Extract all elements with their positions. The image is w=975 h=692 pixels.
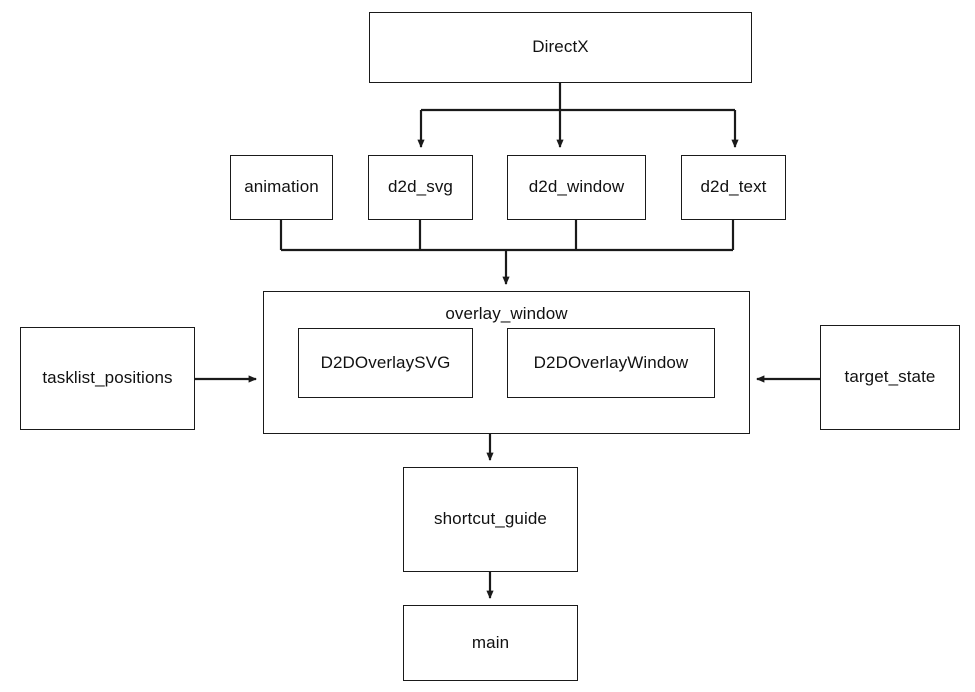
node-d2d-text[interactable]: d2d_text <box>681 155 786 220</box>
node-shortcut-guide-label: shortcut_guide <box>434 509 547 529</box>
node-target-state-label: target_state <box>844 367 936 387</box>
edge-modules-fanin-overlay-window <box>279 220 735 285</box>
node-d2d-window[interactable]: d2d_window <box>507 155 646 220</box>
node-d2d-window-label: d2d_window <box>528 177 625 197</box>
node-tasklist-positions[interactable]: tasklist_positions <box>20 327 195 430</box>
node-d2doverlaywindow-label: D2DOverlayWindow <box>533 352 689 372</box>
node-overlay-window-label: overlay_window <box>445 304 568 323</box>
node-main[interactable]: main <box>403 605 578 681</box>
node-directx-label: DirectX <box>532 37 589 57</box>
edge-directx-fanout <box>417 83 739 148</box>
node-d2doverlaysvg[interactable]: D2DOverlaySVG <box>298 328 473 398</box>
node-main-label: main <box>471 632 510 652</box>
node-d2doverlaywindow[interactable]: D2DOverlayWindow <box>507 328 715 398</box>
node-target-state[interactable]: target_state <box>820 325 960 430</box>
node-d2d-svg-label: d2d_svg <box>388 177 453 197</box>
node-animation-label: animation <box>244 177 319 197</box>
node-d2d-svg[interactable]: d2d_svg <box>368 155 473 220</box>
node-animation[interactable]: animation <box>230 155 333 220</box>
node-tasklist-positions-label: tasklist_positions <box>42 368 173 388</box>
node-d2doverlaysvg-label: D2DOverlaySVG <box>320 352 451 372</box>
node-shortcut-guide[interactable]: shortcut_guide <box>403 467 578 572</box>
node-overlay-window[interactable]: overlay_window <box>263 291 750 434</box>
node-directx[interactable]: DirectX <box>369 12 752 83</box>
node-d2d-text-label: d2d_text <box>700 177 767 197</box>
